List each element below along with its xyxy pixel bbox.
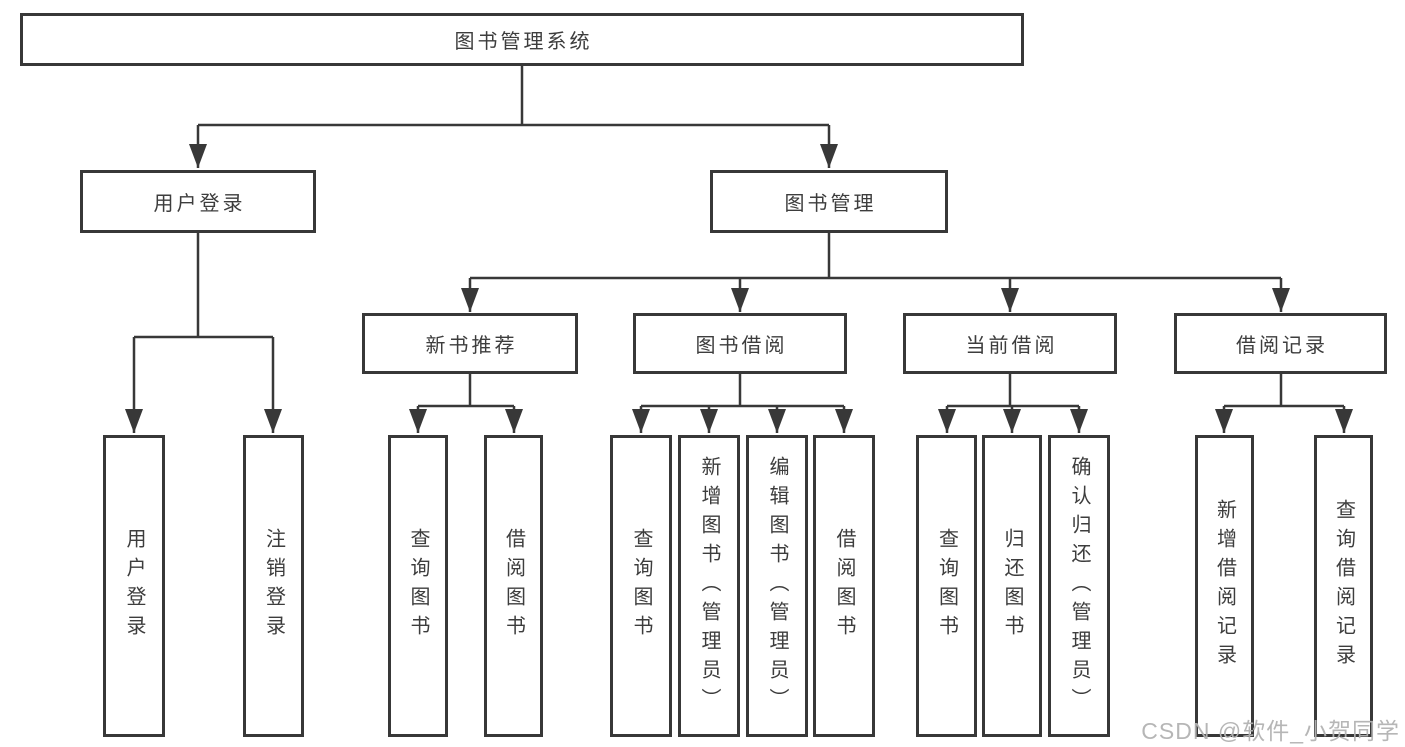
leaf-records-add-record: 新增借阅记录 [1195,435,1254,737]
leaf-label: 借阅图书 [833,528,855,644]
leaf-label: 确认归还（管理员） [1068,455,1090,717]
leaf-recommend-query-books: 查询图书 [388,435,448,737]
leaf-recommend-borrow-books: 借阅图书 [484,435,543,737]
box-label: 图书借阅 [695,335,788,357]
leaf-label: 查询借阅记录 [1332,499,1355,673]
leaf-label: 查询图书 [407,528,429,644]
leaf-label: 新增图书（管理员） [698,455,720,717]
leaf-current-query-books: 查询图书 [916,435,977,737]
leaf-user-login: 用户登录 [103,435,165,737]
leaf-logout: 注销登录 [243,435,304,737]
leaf-label: 注销登录 [262,528,285,644]
leaf-label: 借阅图书 [502,528,525,644]
box-label: 当前借阅 [965,335,1058,357]
leaf-label: 用户登录 [123,528,145,644]
box-book-management-system: 图书管理系统 [20,13,1024,66]
box-book-management: 图书管理 [710,170,948,233]
box-label: 用户登录 [153,193,246,215]
leaf-borrow-borrow-books: 借阅图书 [813,435,875,737]
box-label: 图书管理 [784,193,877,215]
box-borrow-records: 借阅记录 [1174,313,1387,374]
box-book-borrow: 图书借阅 [633,313,847,374]
leaf-label: 查询图书 [935,528,958,644]
box-current-borrow: 当前借阅 [903,313,1117,374]
box-label: 借阅记录 [1236,335,1328,357]
leaf-borrow-query-books: 查询图书 [610,435,672,737]
leaf-label: 归还图书 [1001,528,1023,644]
csdn-watermark: CSDN @软件_小贺同学 [1141,718,1400,744]
leaf-borrow-add-books-admin: 新增图书（管理员） [678,435,740,737]
leaf-label: 编辑图书（管理员） [766,455,788,717]
box-label: 图书管理系统 [454,31,593,53]
leaf-records-query-record: 查询借阅记录 [1314,435,1373,737]
box-label: 新书推荐 [425,335,518,357]
leaf-borrow-edit-books-admin: 编辑图书（管理员） [746,435,808,737]
box-new-book-recommend: 新书推荐 [362,313,578,374]
leaf-current-confirm-return-admin: 确认归还（管理员） [1048,435,1110,737]
box-user-login: 用户登录 [80,170,316,233]
leaf-label: 新增借阅记录 [1213,499,1236,673]
leaf-label: 查询图书 [630,528,652,644]
leaf-current-return-books: 归还图书 [982,435,1042,737]
